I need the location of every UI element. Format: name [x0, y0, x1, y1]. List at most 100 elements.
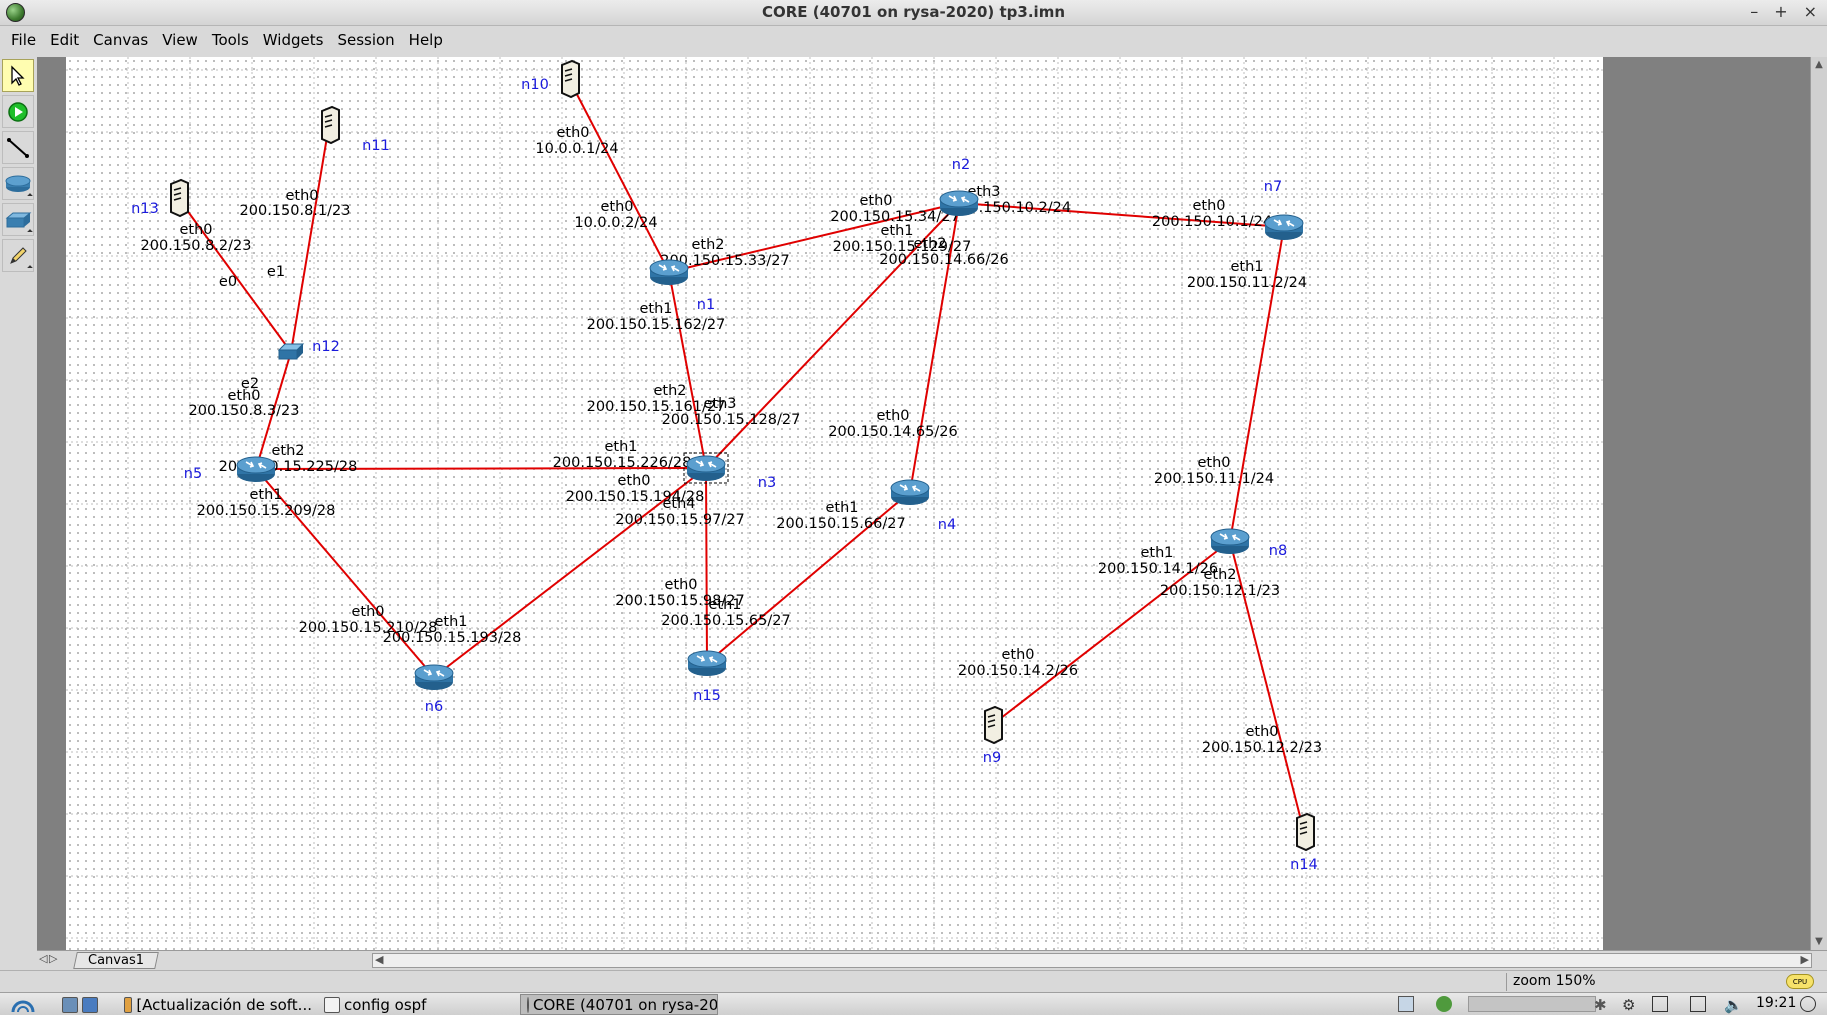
link-n10-n1[interactable]	[568, 78, 670, 273]
scroll-left-icon[interactable]: ◀	[375, 953, 384, 966]
tab-nav-arrows-icon[interactable]: ◁ ▷	[39, 952, 57, 965]
menu-tools[interactable]: Tools	[211, 30, 249, 49]
interface-label: eth0	[617, 473, 650, 489]
node-n12[interactable]: n12	[277, 339, 340, 360]
node-n15[interactable]: n15	[687, 650, 727, 704]
node-n8[interactable]: n8	[1210, 528, 1287, 559]
link-n2-n3[interactable]	[705, 202, 960, 469]
menu-session[interactable]: Session	[337, 30, 395, 49]
workspace-switcher-icon[interactable]	[1398, 996, 1414, 1012]
node-n4[interactable]: n4	[890, 479, 956, 533]
network-status-icon[interactable]	[1436, 996, 1452, 1012]
menu-help[interactable]: Help	[408, 30, 443, 49]
interface-label: 200.150.15.226/28	[553, 455, 692, 471]
scroll-right-icon[interactable]: ▶	[1800, 953, 1809, 966]
menu-widgets[interactable]: Widgets	[262, 30, 324, 49]
node-n2[interactable]: n2	[939, 157, 979, 216]
start-menu-button[interactable]	[4, 994, 46, 1015]
link-n11-n12[interactable]	[290, 124, 330, 353]
link-n3-n15[interactable]	[705, 467, 708, 664]
node-n13[interactable]: n13	[131, 178, 189, 218]
link-n4-n15[interactable]	[706, 491, 911, 664]
link-n8-n14[interactable]	[1229, 540, 1305, 833]
annotation-tool[interactable]	[2, 239, 34, 272]
link-n13-n12[interactable]	[177, 197, 292, 353]
interface-label: eth0	[876, 408, 909, 424]
node-n9[interactable]: n9	[983, 705, 1003, 766]
node-n14[interactable]: n14	[1290, 812, 1318, 873]
text-file-icon	[324, 996, 340, 1013]
display-icon[interactable]	[1652, 996, 1668, 1012]
link-n2-n4[interactable]	[909, 202, 960, 493]
maximize-button[interactable]: +	[1774, 2, 1788, 21]
clock[interactable]: 19:21	[1756, 995, 1797, 1011]
link-n1-n2[interactable]	[668, 202, 960, 273]
scroll-down-icon[interactable]: ▼	[1815, 936, 1823, 947]
volume-icon[interactable]: 🔈	[1724, 996, 1743, 1014]
link-n2-n7[interactable]	[958, 202, 1285, 228]
node-n5[interactable]: n5	[184, 456, 276, 482]
topology-svg[interactable]: eth010.0.0.1/24eth010.0.0.2/24eth2200.15…	[66, 57, 1603, 950]
horizontal-scrollbar[interactable]: ◀ ▶	[372, 953, 1812, 968]
menu-edit[interactable]: Edit	[50, 30, 80, 49]
desktop-icon[interactable]	[82, 996, 98, 1013]
node-n3[interactable]: n3	[683, 452, 776, 491]
node-label: n1	[697, 297, 715, 313]
node-n7[interactable]: n7	[1264, 179, 1304, 240]
start-session-tool[interactable]	[2, 95, 34, 128]
link-icon	[7, 137, 29, 158]
cpu-usage-icon[interactable]: CPU	[1786, 974, 1814, 989]
task-label: CORE (40701 on rysa-20...	[533, 995, 718, 1014]
network-connections-icon[interactable]	[1690, 996, 1706, 1012]
menu-canvas[interactable]: Canvas	[93, 30, 149, 49]
link-n8-n9[interactable]	[991, 540, 1231, 726]
close-button[interactable]: ×	[1803, 2, 1817, 21]
node-n10[interactable]: n10	[521, 59, 580, 99]
vertical-scrollbar[interactable]: ▲ ▼	[1810, 57, 1827, 950]
interface-label: eth0	[285, 188, 318, 204]
node-n11[interactable]: n11	[321, 105, 390, 154]
router-tool[interactable]	[2, 167, 34, 200]
bluetooth-icon[interactable]: ✱	[1594, 996, 1607, 1014]
tab-canvas1[interactable]: Canvas1	[73, 952, 159, 969]
link-tool[interactable]	[2, 131, 34, 164]
link-n5-n3[interactable]	[255, 467, 707, 470]
link-n7-n8[interactable]	[1229, 226, 1285, 542]
link-n3-n6[interactable]	[433, 467, 707, 678]
router-icon	[5, 175, 31, 192]
power-icon[interactable]	[1800, 996, 1816, 1012]
minimize-button[interactable]: –	[1750, 2, 1759, 21]
interface-label: 200.150.15.194/28	[566, 489, 705, 505]
menu-view[interactable]: View	[162, 30, 198, 49]
menu-file[interactable]: File	[11, 30, 37, 49]
link-n1-n3[interactable]	[668, 271, 707, 469]
window-title: CORE (40701 on rysa-2020) tp3.imn	[761, 3, 1066, 21]
flyout-indicator-icon	[27, 193, 33, 199]
interface-label: eth0	[1192, 198, 1225, 214]
interface-label: eth1	[1140, 545, 1173, 561]
canvas-grid	[66, 57, 1603, 950]
switch-tool[interactable]	[2, 203, 34, 236]
task-config-ospf[interactable]: config ospf	[318, 994, 518, 1015]
app-icon[interactable]	[6, 3, 25, 22]
interface-labels-layer: eth010.0.0.1/24eth010.0.0.2/24eth2200.15…	[141, 125, 1323, 756]
interface-label: eth1	[1230, 259, 1263, 275]
core-app-icon	[527, 996, 529, 1013]
scroll-up-icon[interactable]: ▲	[1815, 59, 1823, 70]
node-n1[interactable]: n1	[649, 259, 715, 313]
select-tool[interactable]	[2, 59, 34, 92]
interface-label: eth0	[1197, 455, 1230, 471]
link-n5-n6[interactable]	[255, 468, 435, 678]
file-manager-icon[interactable]	[62, 996, 78, 1013]
node-n6[interactable]: n6	[414, 664, 454, 715]
status-bar: zoom 150% CPU	[0, 970, 1827, 992]
interface-label: 200.150.8.2/23	[141, 238, 252, 254]
task-core[interactable]: CORE (40701 on rysa-20...	[520, 994, 718, 1015]
link-n12-n5[interactable]	[255, 351, 292, 470]
node-label: n7	[1264, 179, 1282, 195]
settings-icon[interactable]: ⚙	[1622, 996, 1636, 1014]
pointer-icon	[11, 64, 25, 86]
task-software-update[interactable]: [Actualización de soft...	[118, 994, 318, 1015]
links-layer	[177, 78, 1305, 833]
